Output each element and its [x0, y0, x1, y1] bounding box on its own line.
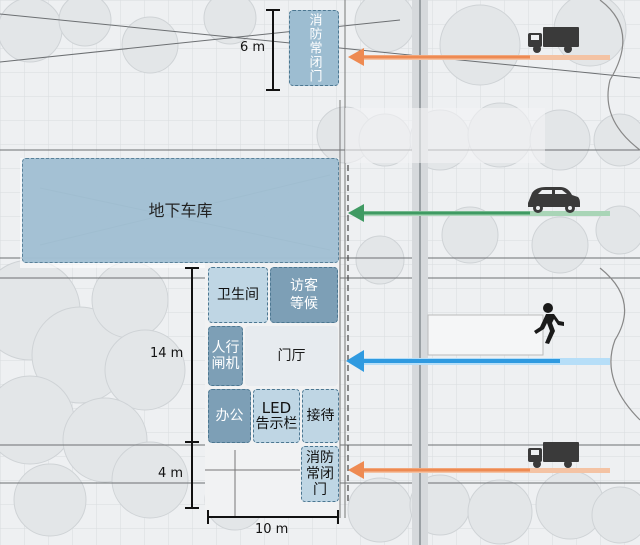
fire-door-bottom-line2: 常闭门	[306, 466, 334, 498]
visitor-wait-label: 访客等候	[290, 278, 318, 312]
truck-icon	[528, 27, 579, 53]
dimension-top-label: 6 m	[240, 40, 266, 55]
garage-label: 地下车库	[148, 200, 213, 220]
dimension-width-label: 10 m	[255, 522, 289, 537]
truck-icon	[528, 442, 579, 468]
car-arrow	[348, 204, 610, 222]
fire-door-bottom-line1: 消防	[306, 450, 334, 466]
garage-zone: 地下车库	[22, 158, 339, 263]
pedestrian-gate-zone: 人行 闸机	[208, 326, 243, 386]
pedestrian-icon	[534, 303, 564, 344]
lobby-zone: 门厅	[245, 326, 338, 386]
gate-label-line1: 人行	[211, 340, 240, 356]
fire-door-bottom-zone: 消防 常闭门	[301, 446, 339, 502]
led-label-line1: LED	[261, 399, 292, 417]
pedestrian-arrow	[346, 350, 610, 372]
dimension-bottom-label: 4 m	[158, 466, 184, 481]
restroom-zone: 卫生间	[208, 267, 268, 323]
reception-zone: 接待	[302, 389, 339, 443]
office-zone: 办公	[208, 389, 251, 443]
restroom-label: 卫生间	[217, 287, 259, 303]
building-walls	[205, 0, 346, 518]
visitor-wait-zone: 访客等候	[270, 267, 338, 323]
fire-door-top-label: 消防常闭门	[306, 13, 322, 83]
dimension-lines	[185, 9, 339, 524]
led-label-line2: 告示栏	[255, 416, 298, 432]
led-board-zone: LED 告示栏	[253, 389, 300, 443]
truck-arrow-top	[348, 48, 610, 66]
fire-door-top-zone: 消防常闭门	[289, 10, 339, 86]
car-icon	[528, 187, 580, 213]
office-label: 办公	[215, 408, 244, 424]
truck-arrow-bottom	[348, 461, 610, 479]
gate-label-line2: 闸机	[211, 356, 240, 372]
dimension-middle-label: 14 m	[150, 346, 184, 361]
lobby-label: 门厅	[277, 348, 306, 364]
reception-label: 接待	[306, 408, 335, 424]
